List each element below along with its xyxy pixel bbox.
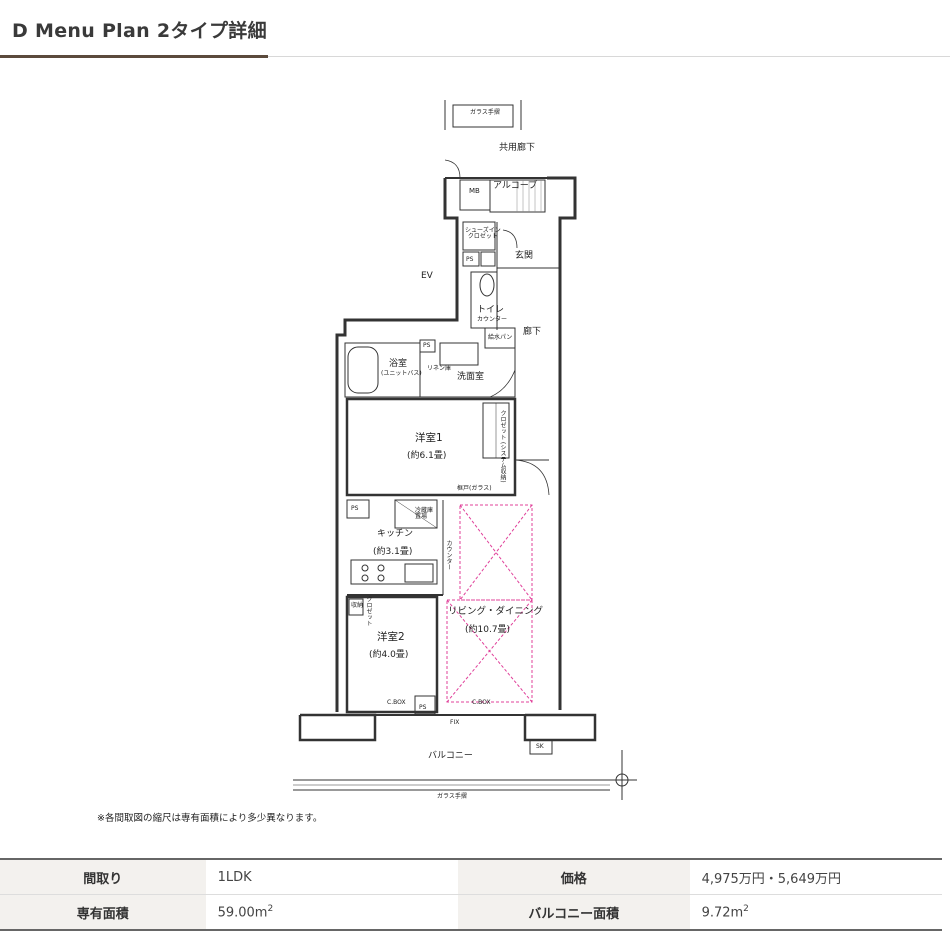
layout-label: 間取り (0, 858, 206, 895)
ps-label-bath: PS (423, 342, 431, 349)
glass-railing-label-bottom: ガラス手摺 (437, 793, 467, 800)
bedroom1-label: 洋室1 (415, 432, 443, 444)
glass-railing-label-top: ガラス手摺 (470, 109, 500, 116)
kitchen-counter-label: カウンター (445, 540, 452, 570)
fridge-label: 冷蔵庫 置場 (415, 507, 434, 520)
layout-value: 1LDK (205, 858, 458, 895)
scale-note: ※各間取図の縮尺は専有面積により多少異なります。 (97, 813, 323, 824)
area-value-cell: 59.00m2 (205, 894, 458, 931)
sk-label: SK (536, 743, 544, 750)
kitchen-size: (約3.1畳) (373, 547, 413, 557)
cbox-label-left: C.BOX (387, 699, 406, 706)
spec-table: 間取り 1LDK 価格 4,975万円・5,649万円 専有面積 59.00m2… (0, 858, 942, 931)
price-value: 4,975万円・5,649万円 (689, 858, 942, 895)
balcony-label: バルコニー (428, 751, 473, 761)
balcony-area-value: 9.72m (701, 905, 744, 921)
bedroom2-label: 洋室2 (377, 631, 405, 643)
bedroom1-size: (約6.1畳) (407, 451, 447, 461)
ev-label: EV (421, 271, 433, 281)
page-header: D Menu Plan 2タイプ詳細 (0, 0, 950, 58)
balcony-area-value-cell: 9.72m2 (689, 894, 942, 931)
ps-label-entrance: PS (466, 256, 474, 263)
hallway-label: 廊下 (523, 327, 542, 337)
water-heater-box (484, 327, 516, 349)
floor-plan-drawing (293, 100, 637, 800)
area-label: 専有面積 (0, 894, 206, 931)
entrance-label: 玄関 (515, 251, 534, 261)
mb-box (459, 179, 491, 211)
outer-wall-right (547, 176, 577, 710)
spec-row: 専有面積 59.00m2 バルコニー面積 9.72m2 (0, 894, 942, 931)
spec-row: 間取り 1LDK 価格 4,975万円・5,649万円 (0, 858, 942, 895)
toilet-counter-label: カウンター (477, 316, 508, 323)
bedroom2-walls (345, 595, 439, 714)
title-accent-bar (0, 55, 268, 58)
fix-label: FIX (450, 719, 460, 726)
title-divider (0, 56, 950, 57)
ldk-highlight (446, 504, 533, 703)
fridge-space (394, 499, 438, 529)
balcony-area-label: バルコニー面積 (457, 894, 690, 931)
kitchen-label: キッチン (377, 529, 414, 539)
bedroom2-size: (約4.0畳) (369, 650, 409, 660)
outer-wall-left (335, 178, 459, 712)
alcove-label: アルコーブ (493, 181, 538, 191)
cbox-label-right: C.BOX (472, 699, 491, 706)
bedroom1-walls (345, 397, 517, 497)
unit-bath-label: (ユニットバス) (381, 370, 422, 377)
price-label: 価格 (457, 858, 690, 895)
closet-label: クロゼット (365, 596, 372, 626)
page-title: D Menu Plan 2タイプ詳細 (12, 20, 267, 42)
balcony-unit-sup: 2 (743, 903, 749, 914)
area-unit-sup: 2 (267, 903, 274, 914)
ps-label-balcony: PS (419, 704, 427, 711)
shared-corridor-label: 共用廊下 (499, 143, 536, 153)
area-value: 59.00m (217, 905, 268, 921)
ldk-label: リビング・ダイニング (448, 606, 544, 617)
shoes-closet-label: シューズイン クロゼット (465, 227, 501, 240)
closet-system-label: クロゼット (システム収納) (499, 410, 506, 483)
top-railing (452, 104, 514, 128)
ldk-size: (約10.7畳) (465, 625, 511, 635)
bath-label: 浴室 (389, 359, 408, 369)
kitchen-counter (350, 559, 438, 585)
alcove (489, 179, 546, 213)
sliding-door-label: 框戸(ガラス) (457, 485, 492, 492)
storage-label: 収納 (351, 602, 364, 609)
water-heater-label: 給水パン (488, 334, 513, 341)
toilet-label: トイレ (477, 305, 505, 315)
washroom-label: 洗面室 (457, 372, 485, 382)
floor-plan: ガラス手摺 共用廊下 MB アルコーブ シューズイン クロゼット PS 玄関 E… (285, 100, 645, 810)
mb-label: MB (469, 187, 480, 195)
ps-label-kitchen: PS (351, 505, 359, 512)
linen-label: リネン庫 (427, 365, 452, 372)
